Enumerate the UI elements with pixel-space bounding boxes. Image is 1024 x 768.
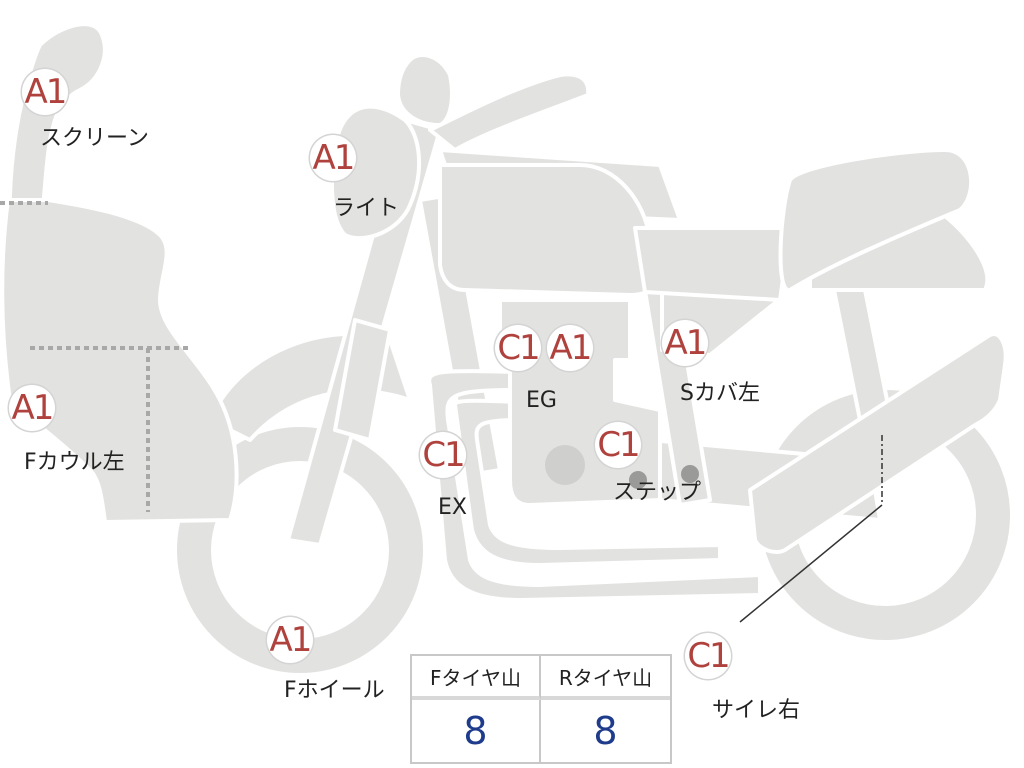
- f-cowl-left-label: Fカウル左: [24, 450, 125, 475]
- engine-a1-grade-badge: A1: [547, 325, 593, 371]
- silencer-right-label: サイレ右: [712, 698, 801, 723]
- leader-lines: [739, 435, 883, 623]
- motorcycle-body: [0, 22, 1010, 673]
- exhaust-pipe-inner: [453, 398, 722, 567]
- mirror: [396, 53, 454, 127]
- exhaust-label: EX: [438, 495, 467, 520]
- light-label: ライト: [333, 196, 400, 221]
- seat: [778, 148, 974, 292]
- tire-tread-table: Fタイヤ山 Rタイヤ山 8 8: [410, 654, 672, 764]
- step-grade-badge: C1: [595, 422, 641, 468]
- headlight: [330, 104, 422, 241]
- side-cover-left-grade-badge: A1: [662, 320, 708, 366]
- engine-label: EG: [526, 388, 557, 413]
- f-cowl-left-grade-badge: A1: [9, 385, 55, 431]
- light-grade-badge: A1: [310, 135, 356, 181]
- fork-tube-lower: [333, 318, 392, 442]
- engine-c1-grade-badge: C1: [495, 325, 541, 371]
- silencer-right-grade-badge: C1: [685, 633, 731, 679]
- exhaust-grade-badge: C1: [420, 432, 466, 478]
- f-wheel-label: Fホイール: [284, 678, 385, 703]
- step-label: ステップ: [613, 480, 702, 505]
- step-peg-right: [681, 465, 699, 483]
- rear-tire-value: 8: [593, 709, 618, 753]
- front-tire-header: Fタイヤ山: [412, 656, 541, 700]
- front-cowl: [0, 198, 239, 524]
- muffler: [748, 332, 1008, 554]
- silencer-leader: [739, 504, 883, 623]
- screen-grade-badge: A1: [22, 69, 68, 115]
- rear-tire-header: Rタイヤ山: [541, 656, 670, 700]
- front-tire-value: 8: [412, 700, 541, 762]
- side-cover-left-label: Sカバ左: [680, 381, 760, 406]
- seat-rail: [633, 226, 792, 302]
- divider-lines: [0, 201, 192, 512]
- screen-label: スクリーン: [40, 126, 149, 151]
- f-wheel-grade-badge: A1: [267, 617, 313, 663]
- fuel-tank: [438, 163, 657, 297]
- engine-cover: [545, 445, 585, 485]
- step-peg-left: [629, 471, 647, 489]
- handlebar: [428, 72, 591, 152]
- exhaust-pipe-outer: [427, 369, 762, 602]
